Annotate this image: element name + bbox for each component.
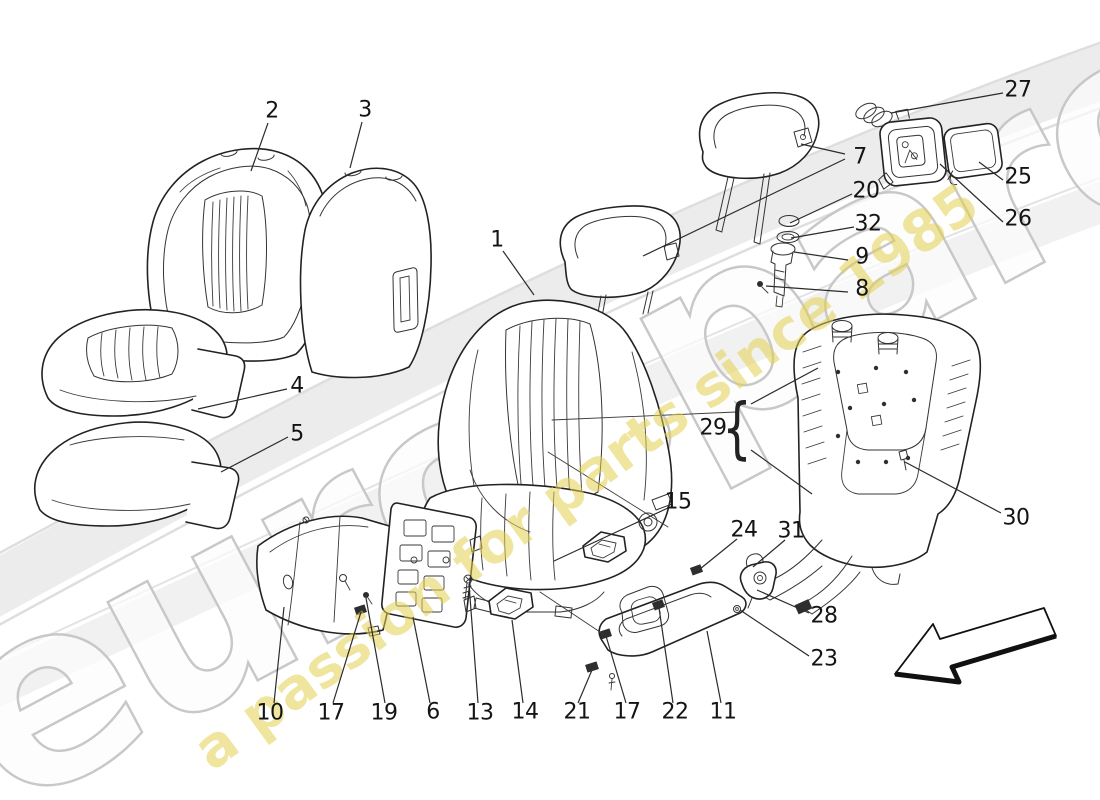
part-number-label-27: 27 xyxy=(1004,77,1033,103)
part-number-label-14: 14 xyxy=(511,699,540,725)
part-number-label-21: 21 xyxy=(563,699,592,725)
watermark-tagline: a passion for parts since 1985 xyxy=(182,171,991,784)
part-number-label-17: 17 xyxy=(613,699,642,725)
recliner-plate-art xyxy=(339,502,483,628)
part-number-label-20: 20 xyxy=(852,178,881,204)
seat-cushion-foam-art xyxy=(33,421,240,530)
screw-13-art xyxy=(462,574,473,601)
part-number-label-2: 2 xyxy=(265,98,279,124)
group-brace: { xyxy=(722,388,752,468)
part-number-label-30: 30 xyxy=(1002,505,1031,531)
part-number-label-13: 13 xyxy=(466,700,495,726)
cover-cap-art xyxy=(943,122,1003,186)
part-number-label-26: 26 xyxy=(1004,206,1033,232)
bracket-15-art xyxy=(582,531,627,563)
part-number-label-31: 31 xyxy=(777,518,806,544)
part-number-label-11: 11 xyxy=(709,699,738,725)
part-number-label-4: 4 xyxy=(290,373,304,399)
side-trim-panel-art xyxy=(585,564,747,691)
part-number-label-8: 8 xyxy=(855,276,869,302)
part-number-label-23: 23 xyxy=(810,646,839,672)
part-number-label-5: 5 xyxy=(290,421,304,447)
seat-cushion-art xyxy=(41,308,246,419)
bracket-14-art xyxy=(488,587,534,620)
part-number-label-15: 15 xyxy=(664,489,693,515)
complete-seat-art xyxy=(420,205,681,619)
part-number-label-29: 29 xyxy=(699,415,728,441)
back-frame-panel-art xyxy=(748,313,982,615)
lever-art xyxy=(739,553,777,609)
part-number-label-3: 3 xyxy=(358,97,372,123)
part-number-label-6: 6 xyxy=(426,699,440,725)
part-number-label-19: 19 xyxy=(370,700,399,726)
part-number-label-7: 7 xyxy=(853,144,867,170)
part-number-label-22: 22 xyxy=(661,699,690,725)
swoosh-curves xyxy=(0,41,1100,707)
headrest-hardware-art xyxy=(757,215,800,308)
part-number-label-10: 10 xyxy=(256,700,285,726)
part-number-label-1: 1 xyxy=(490,227,504,253)
seat-back-cushion-art xyxy=(146,147,330,362)
spring-art xyxy=(855,102,893,128)
seat-back-shell-art xyxy=(299,167,432,379)
part-number-label-17: 17 xyxy=(317,700,346,726)
part-number-label-25: 25 xyxy=(1004,164,1033,190)
rear-trim-panel-art xyxy=(256,515,397,637)
direction-arrow-icon xyxy=(894,607,1057,685)
explosion-lines xyxy=(539,411,737,637)
part-number-label-24: 24 xyxy=(730,517,759,543)
part-number-label-28: 28 xyxy=(810,603,839,629)
part-number-label-32: 32 xyxy=(854,211,883,237)
guide-bezel-art xyxy=(878,108,947,190)
part-number-label-9: 9 xyxy=(855,244,869,270)
headrest-art xyxy=(698,92,820,245)
